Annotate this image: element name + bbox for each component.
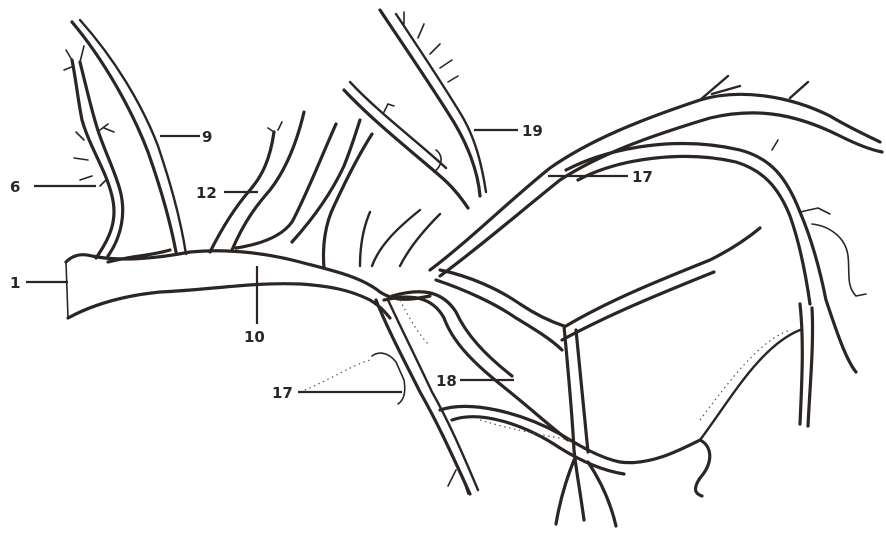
label-10: 10 [244, 328, 265, 346]
label-1: 1 [10, 274, 20, 292]
label-17-lower: 17 [272, 384, 293, 402]
label-12: 12 [196, 184, 217, 202]
label-18: 18 [436, 372, 457, 390]
branch-6 [64, 46, 123, 258]
label-6: 6 [10, 178, 20, 196]
branch-12 [210, 112, 304, 252]
label-17-upper: 17 [632, 168, 653, 186]
lower-network [300, 228, 800, 526]
branch-19 [344, 10, 486, 208]
label-9: 9 [202, 128, 212, 146]
branch-17-upper [430, 76, 882, 426]
label-19: 19 [522, 122, 543, 140]
